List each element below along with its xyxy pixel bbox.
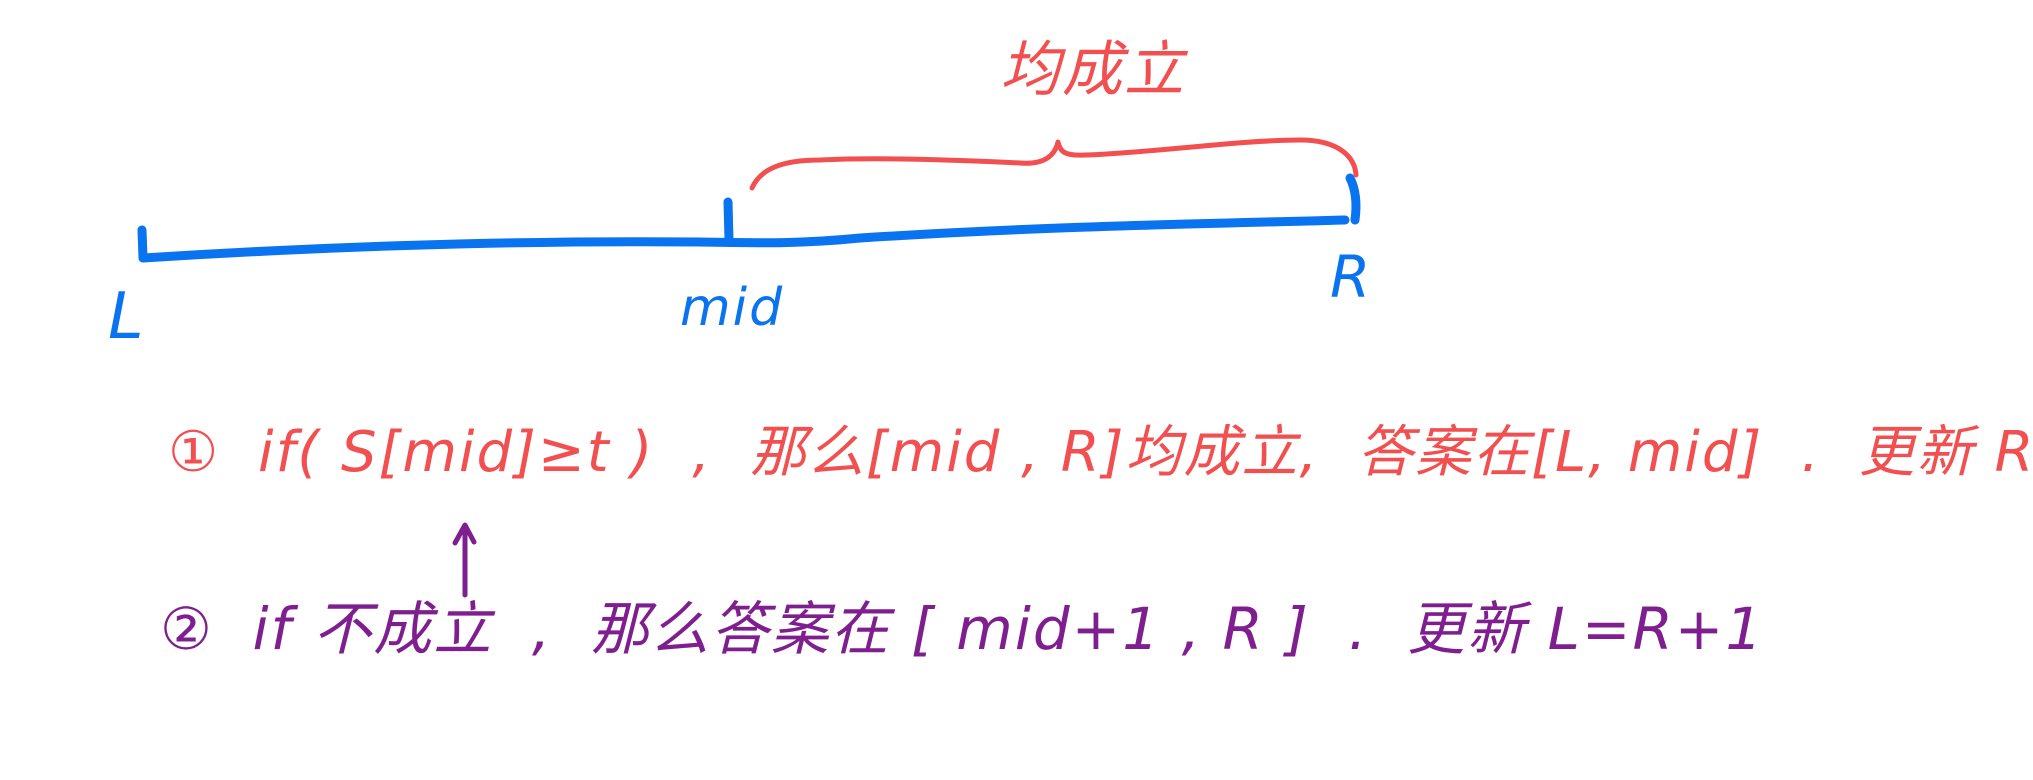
rule-2-separator: , xyxy=(531,595,553,663)
label-right-bound: R xyxy=(1330,243,1373,311)
rule-2-marker: ② xyxy=(160,595,214,663)
rule-1-marker: ① xyxy=(168,420,221,485)
number-line xyxy=(137,173,1361,263)
arrow-up-icon xyxy=(452,522,477,598)
rule-1: ① if( S[mid]≥t ) , 那么[mid , R]均成立, 答案在[L… xyxy=(168,425,2033,481)
rule-2: ② if 不成立 , 那么答案在 [ mid+1 , R ] . 更新 L=R+… xyxy=(160,600,1782,658)
rule-2-clause-1: 那么答案在 [ mid+1 , R ] xyxy=(590,595,1310,663)
rule-1-clause-2: 答案在[L, mid] xyxy=(1357,420,1764,485)
label-left-bound: L xyxy=(108,280,146,354)
rule-2-separator-2: . xyxy=(1348,595,1369,663)
right-end-tick xyxy=(1345,173,1361,225)
rule-2-condition: if 不成立 xyxy=(252,595,494,663)
left-end-tick xyxy=(137,225,148,263)
mid-tick xyxy=(723,197,734,245)
rule-1-separator-2: . xyxy=(1801,420,1821,485)
brace-label: 均成立 xyxy=(1000,35,1186,105)
baseline xyxy=(138,215,1350,263)
rule-1-clause-1: 那么[mid , R]均成立, xyxy=(749,420,1320,485)
rule-1-update: 更新 R=mid xyxy=(1858,420,2033,485)
rule-1-condition: if( S[mid]≥t ) xyxy=(258,420,655,485)
rule-2-update: 更新 L=R+1 xyxy=(1407,595,1765,663)
rule-1-separator: , xyxy=(692,420,712,485)
brace xyxy=(749,137,1359,191)
label-mid: mid xyxy=(680,278,785,338)
